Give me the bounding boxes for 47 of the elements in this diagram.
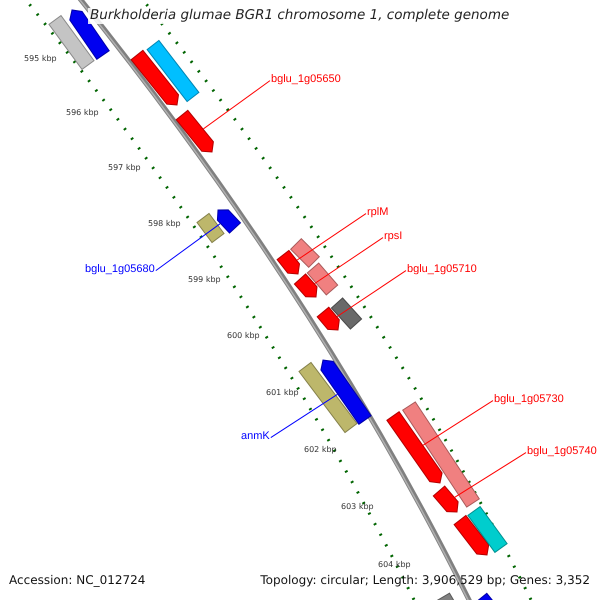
gene-bar [146, 40, 200, 102]
scale-label: 604 kbp [378, 560, 411, 570]
gene-label: bglu_1g05710 [407, 263, 477, 276]
leader-line [203, 80, 270, 130]
gene-bar [294, 273, 318, 298]
leader-line [270, 394, 338, 438]
gene-label: rplM [367, 206, 388, 219]
gene-bar [276, 250, 300, 275]
gene-label: bglu_1g05650 [271, 73, 341, 86]
leader-line [454, 452, 526, 498]
leader-line [422, 400, 494, 446]
gene-bar [330, 297, 362, 330]
gene-bar [130, 50, 180, 106]
gene-bar [176, 110, 214, 153]
gene-bar [216, 209, 242, 234]
scale-label: 596 kbp [66, 108, 99, 118]
scale-label: 599 kbp [188, 275, 221, 284]
scale-label: 600 kbp [227, 331, 260, 340]
gene-bar [298, 362, 358, 434]
gene-bar [320, 359, 372, 425]
gene-bar [402, 401, 480, 508]
leader-line [336, 270, 406, 317]
gene-label: rpsI [384, 230, 402, 243]
leader-line [314, 237, 384, 284]
gene-bar [453, 514, 490, 556]
scale-label: 595 kbp [24, 54, 57, 64]
scale-label: 601 kbp [266, 388, 299, 398]
gene-label: bglu_1g05730 [494, 393, 564, 406]
gene-bar [386, 411, 443, 484]
gene-bar [467, 506, 508, 554]
gene-bar [196, 212, 225, 244]
scale-label: 597 kbp [108, 163, 141, 172]
gene-bar [316, 306, 340, 331]
genome-info-text: Topology: circular; Length: 3,906,529 bp; Genes: 3,352 [260, 573, 590, 587]
accession-label: Accession: NC_012724 [9, 573, 146, 587]
gene-bar [290, 238, 320, 268]
gene-label: bglu_1g05680 [85, 263, 155, 276]
scale-label: 602 kbp [304, 445, 337, 454]
gene-label: anmK [241, 430, 270, 443]
gene-bar [306, 262, 338, 296]
leader-line [155, 223, 220, 272]
gene-label: bglu_1g05740 [527, 445, 597, 458]
leader-line [296, 213, 366, 260]
scale-label: 603 kbp [341, 502, 374, 512]
map-title: Burkholderia glumae BGR1 chromosome 1, complete genome [88, 8, 512, 24]
scale-label: 598 kbp [148, 219, 181, 228]
gene-bar [432, 485, 459, 513]
